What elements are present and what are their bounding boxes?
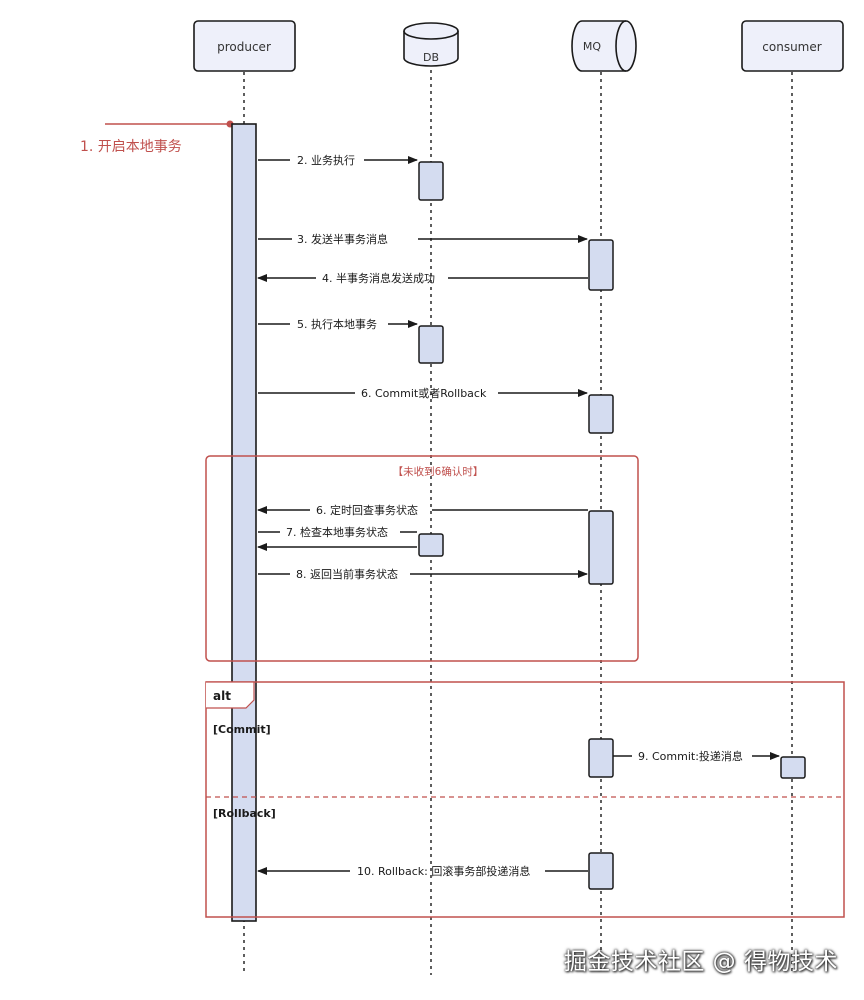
mq-activation-4: [588, 738, 614, 778]
msg-10-label: 10. Rollback: 回滚事务部投递消息: [357, 864, 530, 878]
msg-6-label: 6. Commit或者Rollback: [361, 387, 487, 400]
mq-activation-2: [588, 394, 614, 434]
consumer-participant: consumer: [741, 20, 844, 72]
consumer-activation: [780, 756, 806, 779]
mq-participant: MQ: [571, 20, 637, 72]
msg-4-label: 4. 半事务消息发送成功: [322, 271, 435, 285]
svg-text:DB: DB: [423, 51, 439, 64]
timeout-condition-label: 【未收到6确认时】: [393, 465, 484, 478]
mq-activation-3: [588, 510, 614, 585]
svg-text:producer: producer: [217, 40, 271, 54]
msg-7-label: 7. 检查本地事务状态: [286, 525, 388, 539]
mq-activation-1: [588, 239, 614, 291]
db-activation-1: [418, 161, 444, 201]
start-local-tx-label: 1. 开启本地事务: [80, 139, 182, 155]
msg-3-label: 3. 发送半事务消息: [297, 232, 388, 246]
commit-guard: [Commit]: [213, 723, 271, 736]
producer-participant: producer: [193, 20, 296, 72]
db-participant: DB: [403, 22, 459, 67]
timeout-fragment: 【未收到6确认时】: [205, 455, 639, 662]
msg-5-label: 5. 执行本地事务: [297, 317, 377, 331]
msg-2-label: 2. 业务执行: [297, 153, 355, 167]
db-activation-2: [418, 325, 444, 364]
alt-label: alt: [213, 689, 231, 703]
watermark: 掘金技术社区 @ 得物技术: [563, 949, 838, 975]
msg-9-label: 9. Commit:投递消息: [638, 749, 743, 763]
msg-8-label: 8. 返回当前事务状态: [296, 567, 398, 581]
alt-fragment: alt [Commit] [Rollback]: [205, 681, 845, 918]
rollback-guard: [Rollback]: [213, 807, 276, 820]
producer-activation: [231, 123, 257, 922]
msg-6b-label: 6. 定时回查事务状态: [316, 503, 418, 517]
svg-text:consumer: consumer: [762, 40, 821, 54]
svg-text:MQ: MQ: [583, 40, 601, 53]
mq-activation-5: [588, 852, 614, 890]
db-activation-3: [418, 533, 444, 557]
